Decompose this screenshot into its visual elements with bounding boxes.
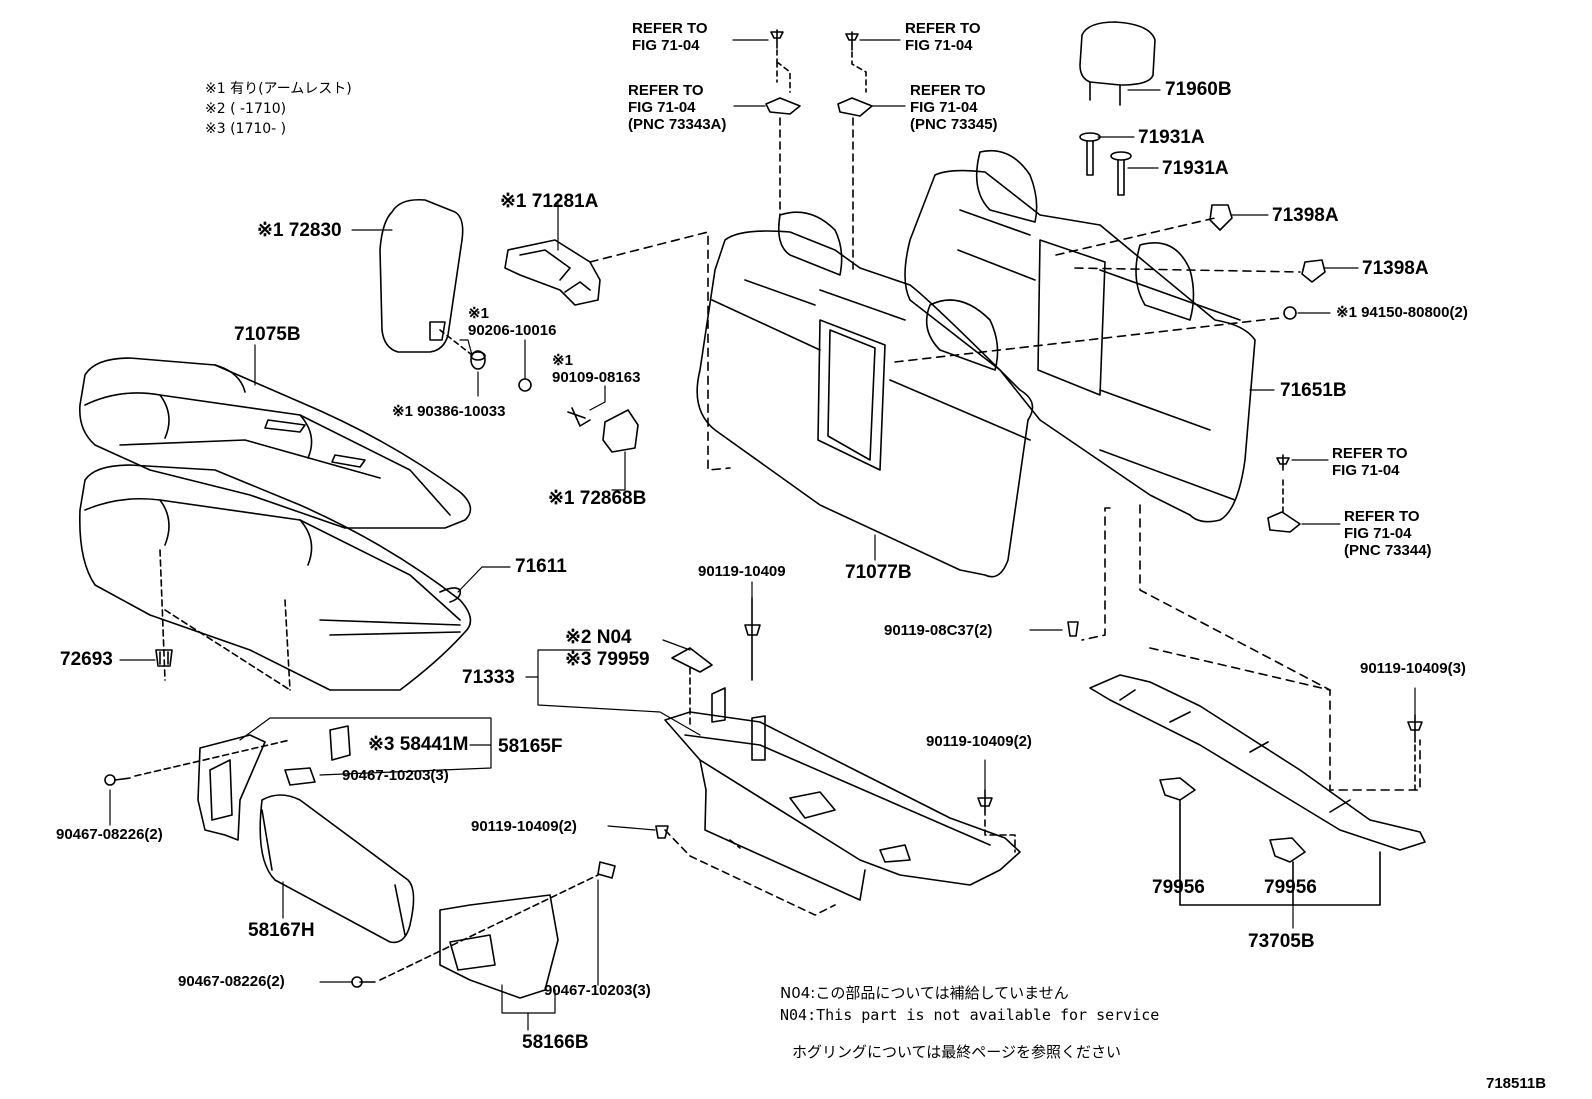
rear-frame-part: [1089, 674, 1426, 906]
part-label-79956-1[interactable]: 79956: [1152, 877, 1205, 898]
part-label-71398A-2[interactable]: 71398A: [1362, 258, 1429, 279]
part-label-90467-08226-a[interactable]: 90467-08226(2): [56, 826, 163, 843]
part-label-71931A-2[interactable]: 71931A: [1162, 158, 1229, 179]
headrest-support-part: [1079, 132, 1132, 196]
armrest-bracket-part: [504, 239, 601, 306]
refer-label-3[interactable]: REFER TO FIG 71-04: [905, 20, 981, 54]
refer-label-2[interactable]: REFER TO FIG 71-04 (PNC 73343A): [628, 82, 727, 133]
part-label-90386-10033[interactable]: ※1 90386-10033: [392, 403, 506, 420]
seat-cushion-pad-part: [78, 464, 472, 691]
seat-cushion-cover-part: [78, 357, 472, 529]
part-label-90467-08226-b[interactable]: 90467-08226(2): [178, 973, 285, 990]
part-label-71960B[interactable]: 71960B: [1165, 79, 1232, 100]
side-garnish-part: [439, 861, 616, 999]
legend-line-3: ※3 (1710- ): [205, 121, 287, 137]
headrest-part: [1079, 21, 1156, 106]
part-label-79956-2[interactable]: 79956: [1264, 877, 1317, 898]
part-label-71931A-1[interactable]: 71931A: [1138, 127, 1205, 148]
bolt-shaft-b: [977, 789, 993, 816]
part-label-71077B[interactable]: 71077B: [845, 562, 912, 583]
part-label-58166B[interactable]: 58166B: [522, 1032, 589, 1053]
small-fasteners: [439, 329, 639, 453]
part-label-72868B[interactable]: ※1 72868B: [548, 488, 647, 509]
part-label-90467-10203-a[interactable]: 90467-10203(3): [342, 767, 449, 784]
seatback-right-part: [904, 150, 1256, 523]
right-small-parts: [1067, 204, 1326, 637]
refer-label-6[interactable]: REFER TO FIG 71-04 (PNC 73344): [1344, 508, 1432, 559]
side-panel-part: [259, 794, 415, 944]
assembly-lines: [589, 217, 1421, 791]
part-label-90119-10409[interactable]: 90119-10409: [698, 563, 786, 580]
top-brackets: [765, 29, 873, 271]
part-label-94150-80800[interactable]: ※1 94150-80800(2): [1336, 304, 1468, 321]
refer-label-5[interactable]: REFER TO FIG 71-04: [1332, 445, 1408, 479]
part-label-71611[interactable]: 71611: [515, 556, 567, 577]
side-cover-part: [197, 725, 351, 841]
seatback-left-part: [696, 211, 1034, 578]
seat-frame-part: [664, 647, 1021, 916]
part-label-72830[interactable]: ※1 72830: [257, 220, 342, 241]
legend-line-1: ※1 有り(アームレスト): [205, 81, 352, 97]
part-label-58167H[interactable]: 58167H: [248, 920, 315, 941]
note-hog-ring: ホグリングについては最終ページを参照ください: [792, 1043, 1121, 1061]
part-label-71075B[interactable]: 71075B: [234, 324, 301, 345]
part-label-71333[interactable]: 71333: [462, 667, 515, 688]
part-label-90119-10409-2b[interactable]: 90119-10409(2): [926, 733, 1032, 750]
part-label-71398A-1[interactable]: 71398A: [1272, 205, 1339, 226]
refer-label-1[interactable]: REFER TO FIG 71-04: [632, 20, 708, 54]
part-label-73705B[interactable]: 73705B: [1248, 931, 1315, 952]
part-label-90119-10409-3[interactable]: 90119-10409(3): [1360, 660, 1466, 677]
figure-code: 718511B: [1486, 1075, 1547, 1092]
refer-label-4[interactable]: REFER TO FIG 71-04 (PNC 73345): [910, 82, 998, 133]
bolt-shaft: [744, 597, 761, 681]
part-label-90119-08C37[interactable]: 90119-08C37(2): [884, 622, 993, 639]
part-label-90119-10409-2a[interactable]: 90119-10409(2): [471, 818, 577, 835]
part-label-58165F[interactable]: 58165F: [498, 736, 563, 757]
armrest-part: [379, 198, 464, 353]
clip-part: [155, 649, 173, 667]
part-label-N04[interactable]: ※2 N04: [565, 627, 632, 648]
legend-line-2: ※2 ( -1710): [205, 101, 287, 117]
part-label-71281A[interactable]: ※1 71281A: [500, 191, 599, 212]
part-label-90467-10203-b[interactable]: 90467-10203(3): [544, 982, 651, 999]
note-n04-japanese: N04:この部品については補給していません: [780, 984, 1069, 1002]
part-label-58441M[interactable]: ※3 58441M: [368, 734, 469, 755]
bolt-head-c: [655, 825, 669, 839]
screw-parts: [104, 739, 599, 988]
note-n04-english: N04:This part is not available for servi…: [780, 1006, 1160, 1024]
part-label-90109-08163[interactable]: ※1 90109-08163: [552, 352, 641, 386]
part-label-79959[interactable]: ※3 79959: [565, 649, 650, 670]
leader-lines: [109, 39, 1416, 1031]
part-label-72693[interactable]: 72693: [60, 649, 113, 670]
part-label-71651B[interactable]: 71651B: [1280, 380, 1347, 401]
part-label-90206-10016[interactable]: ※1 90206-10016: [468, 305, 557, 339]
